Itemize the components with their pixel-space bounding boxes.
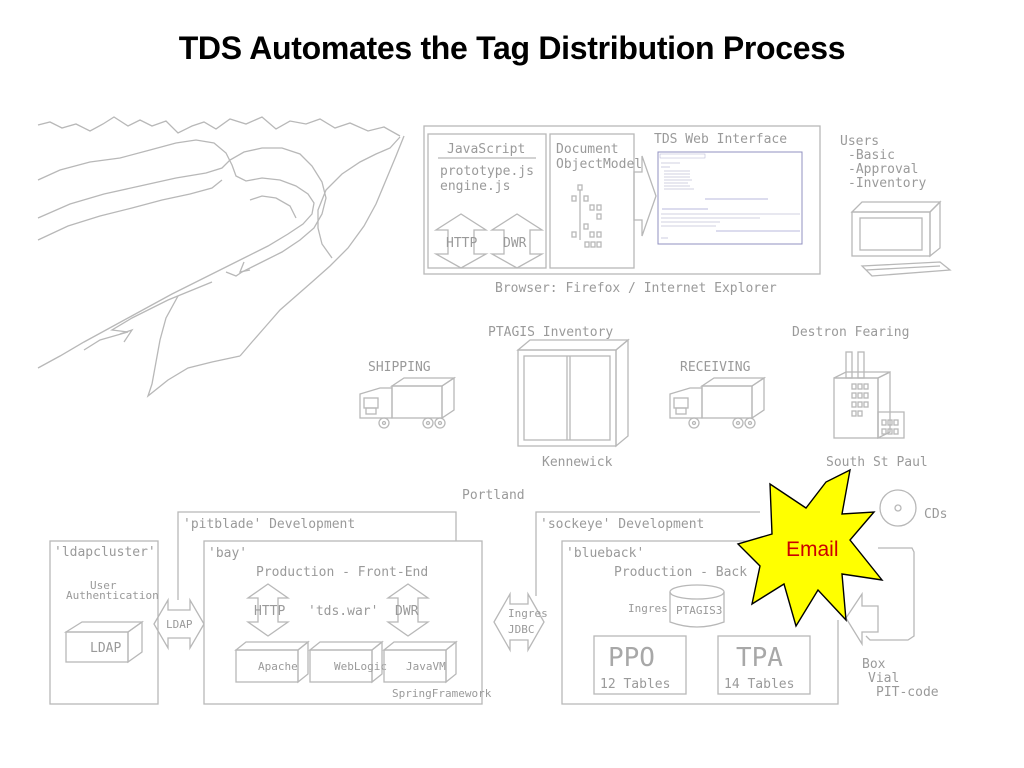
tpa-label: TPA <box>736 643 783 673</box>
cd-icon <box>879 489 917 527</box>
cds-label: CDs <box>924 507 947 522</box>
ingres-jdbc-line2: JDBC <box>508 623 535 636</box>
computer-icon <box>850 200 952 277</box>
weblogic-box-icon <box>308 640 384 684</box>
shipping-truck-icon <box>359 376 457 429</box>
tds-war-label: 'tds.war' <box>308 604 378 619</box>
shipping-label: SHIPPING <box>368 360 431 375</box>
browser-caption: Browser: Firefox / Internet Explorer <box>495 281 777 296</box>
kennewick-label: Kennewick <box>542 455 613 470</box>
apache-label: Apache <box>258 660 298 673</box>
users-item-approval: -Approval <box>848 162 918 177</box>
ldap-label: LDAP <box>90 641 121 656</box>
spring-label: SpringFramework <box>392 687 492 700</box>
prototype-label: prototype.js <box>440 164 534 179</box>
frontend-http-arrow <box>245 583 291 637</box>
users-block: Users -Basic -Approval -Inventory <box>840 134 952 277</box>
users-heading: Users <box>840 134 879 149</box>
frontend-dwr-label: DWR <box>395 604 419 619</box>
javascript-label: JavaScript <box>447 142 525 157</box>
javavm-box-icon <box>382 640 458 684</box>
ppo-tables-label: 12 Tables <box>600 677 670 692</box>
ldap-cluster-block: 'ldapcluster' User Authentication LDAP <box>49 540 159 705</box>
frontend-block: 'pitblade' Development 'bay' Production … <box>177 511 492 705</box>
frontend-http-label: HTTP <box>254 604 285 619</box>
javavm-label: JavaVM <box>406 660 446 673</box>
engine-label: engine.js <box>440 179 510 194</box>
portland-label: Portland <box>462 488 525 503</box>
ptagis-inventory-label: PTAGIS Inventory <box>488 325 613 340</box>
box-label: Box <box>862 657 886 672</box>
dom-tree-icon <box>571 184 602 248</box>
ldap-cluster-label: 'ldapcluster' <box>54 545 156 560</box>
browser-dwr-label: DWR <box>503 236 527 251</box>
box-outline <box>865 547 915 641</box>
ptagis3-label: PTAGIS3 <box>676 604 722 617</box>
user-auth-line1: User <box>90 579 117 592</box>
dom-to-web-arrow <box>633 155 657 237</box>
ingres-label: Ingres <box>628 602 668 615</box>
user-auth-line2: Authentication <box>66 589 159 602</box>
frontend-dwr-arrow <box>385 583 431 637</box>
receiving-truck-icon <box>669 376 767 429</box>
landscape-sketch <box>37 116 405 398</box>
ppo-label: PPO <box>608 643 655 673</box>
backend-label: Production - Back <box>614 565 747 580</box>
frontend-label: Production - Front-End <box>256 565 428 580</box>
output-arrow <box>845 591 879 647</box>
users-item-inventory: -Inventory <box>848 176 926 191</box>
object-model-label: ObjectModel <box>556 157 642 172</box>
ldap-arrow-label: LDAP <box>166 618 193 631</box>
page-title: TDS Automates the Tag Distribution Proce… <box>178 30 846 66</box>
sockeye-label: 'sockeye' Development <box>540 517 704 532</box>
pitblade-label: 'pitblade' Development <box>183 517 355 532</box>
pitcode-label: PIT-code <box>876 685 939 700</box>
browser-dwr-arrow <box>489 213 545 269</box>
javascript-panel <box>427 133 547 269</box>
document-label: Document <box>556 142 619 157</box>
receiving-label: RECEIVING <box>680 360 751 375</box>
browser-http-label: HTTP <box>446 236 477 251</box>
destron-fearing-block: Destron Fearing South St Paul <box>792 325 928 470</box>
apache-box-icon <box>234 640 310 684</box>
factory-icon <box>833 351 905 440</box>
email-label: Email <box>786 538 839 561</box>
weblogic-label: WebLogic <box>334 660 387 673</box>
database-cylinder-icon <box>669 584 725 628</box>
ptagis-inventory-block: PTAGIS Inventory Kennewick <box>488 325 630 470</box>
ldap-box-icon <box>63 620 145 664</box>
ppo-box <box>593 635 687 695</box>
email-starburst: Email <box>736 468 884 628</box>
south-st-paul-label: South St Paul <box>826 455 928 470</box>
cabinet-icon <box>516 338 630 448</box>
browser-block: JavaScript prototype.js engine.js HTTP D… <box>423 125 821 296</box>
users-item-basic: -Basic <box>848 148 895 163</box>
receiving-block: RECEIVING <box>669 360 767 429</box>
tpa-box <box>717 635 811 695</box>
ingres-jdbc-line1: Ingres <box>508 607 548 620</box>
blueback-label: 'blueback' <box>566 546 644 561</box>
vial-label: Vial <box>868 671 899 686</box>
ingres-jdbc-arrow <box>493 591 545 653</box>
bay-label: 'bay' <box>208 546 247 561</box>
tpa-tables-label: 14 Tables <box>724 677 794 692</box>
browser-http-arrow <box>433 213 489 269</box>
tds-web-interface-label: TDS Web Interface <box>654 132 787 147</box>
shipping-block: SHIPPING <box>359 360 457 429</box>
destron-fearing-label: Destron Fearing <box>792 325 909 340</box>
web-interface-thumbnail <box>657 151 803 245</box>
outputs-block: CDs Box Vial PIT-code <box>845 489 947 700</box>
